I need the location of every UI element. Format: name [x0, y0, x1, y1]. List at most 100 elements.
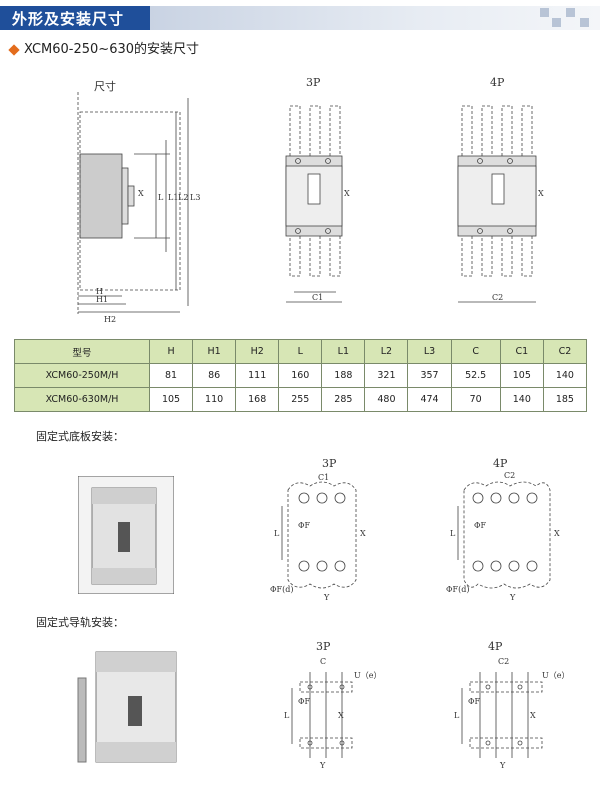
dim-l2: L2 [178, 193, 188, 202]
dim-l: L [284, 711, 290, 720]
dim-l: L [454, 711, 460, 720]
header-cell: L3 [407, 339, 452, 364]
dim-phi-f: ΦF [298, 521, 311, 530]
table-cell: 105 [148, 387, 194, 412]
dim-y: Y [323, 593, 330, 602]
dim-c1: C1 [312, 293, 323, 302]
4p-base-mount-drawing: L X C2 ΦF ΦF(d) Y [446, 471, 560, 602]
dim-c2: C2 [492, 293, 503, 302]
table-cell: 168 [235, 387, 280, 412]
header-cell: L2 [364, 339, 409, 364]
table-cell: 357 [407, 363, 452, 388]
dim-phi-f-d: ΦF(d) [270, 585, 293, 594]
table-cell: 160 [278, 363, 323, 388]
4p-rail-label: 4P [488, 640, 503, 653]
dim-u-e: U（e） [354, 671, 380, 680]
header-cell: L1 [321, 339, 366, 364]
table-cell: 140 [499, 387, 544, 412]
dim-y: Y [499, 761, 506, 770]
3p-label: 3P [306, 76, 321, 89]
size-label: 尺寸 [94, 80, 116, 93]
model-cell: XCM60-250M/H [14, 363, 150, 388]
page-header: 外形及安装尺寸 [0, 6, 600, 30]
dim-x: X [360, 529, 366, 538]
header-cell: L [278, 339, 323, 364]
section-rail-mount: 固定式导轨安装： [36, 616, 124, 629]
table-cell: 70 [450, 387, 501, 412]
table-cell: 111 [235, 363, 280, 388]
dim-h: H [96, 287, 103, 296]
header-gradient [150, 6, 600, 30]
table-cell: 52.5 [450, 363, 501, 388]
table-cell: 255 [278, 387, 323, 412]
side-view-drawing: X L L1 L2 L3 H H1 H2 [77, 92, 200, 324]
model-cell: XCM60-630M/H [14, 387, 150, 412]
breaker-product-photo [78, 476, 174, 594]
dim-c: C [320, 657, 326, 666]
table-cell: 185 [542, 387, 588, 412]
page-title: 外形及安装尺寸 [12, 10, 125, 28]
decor-square [552, 18, 561, 27]
spec-table: 型号 H H1 H2 L L1 L2 L3 C C1 C2 XCM60-250M… [14, 339, 588, 412]
dim-c1: C1 [318, 473, 329, 482]
3p-base-label: 3P [322, 457, 337, 470]
section-base-mount: 固定式底板安装： [36, 430, 124, 443]
dim-y: Y [319, 761, 326, 770]
header-cell: C [450, 339, 501, 364]
table-cell: 321 [364, 363, 409, 388]
4p-front-view: X C2 [457, 105, 544, 303]
header-bar [0, 6, 150, 30]
dim-h2: H2 [104, 315, 116, 324]
decor-square [540, 8, 549, 17]
table-cell: 81 [148, 363, 194, 388]
header-cell: H1 [192, 339, 237, 364]
dim-x: X [554, 529, 560, 538]
4p-base-label: 4P [493, 457, 508, 470]
dim-phi-f: ΦF [468, 697, 481, 706]
dim-l: L [158, 193, 164, 202]
3p-base-mount-drawing: L X C1 ΦF ΦF(d) Y [270, 473, 366, 602]
dim-u-e: U（e） [542, 671, 569, 680]
bullet-icon [8, 44, 20, 56]
dim-l: L [274, 529, 280, 538]
table-row: XCM60-250M/H 81 86 111 160 188 321 357 5… [14, 363, 588, 388]
breaker-rail-photo [77, 651, 177, 763]
3p-rail-label: 3P [316, 640, 331, 653]
header-cell: 型号 [14, 339, 150, 364]
dim-phi-f: ΦF [474, 521, 487, 530]
dim-phi-f: ΦF [298, 697, 311, 706]
header-cell: H [148, 339, 194, 364]
dim-l: L [450, 529, 456, 538]
3p-front-view: X C1 [285, 105, 350, 303]
dim-x: X [338, 711, 344, 720]
table-cell: 140 [542, 363, 588, 388]
table-cell: 188 [321, 363, 366, 388]
table-cell: 105 [499, 363, 544, 388]
4p-label: 4P [490, 76, 505, 89]
dim-x: X [538, 189, 544, 198]
section-subtitle: XCM60-250~630的安装尺寸 [24, 42, 200, 57]
3p-rail-mount-drawing: L X C ΦF U（e） Y [284, 657, 380, 770]
dim-y: Y [509, 593, 516, 602]
dim-c2: C2 [498, 657, 509, 666]
table-cell: 86 [192, 363, 237, 388]
decor-square [566, 8, 575, 17]
dim-x: X [138, 189, 144, 198]
decor-square [580, 18, 589, 27]
dim-x: X [530, 711, 536, 720]
table-row: XCM60-630M/H 105 110 168 255 285 480 474… [14, 387, 588, 412]
4p-rail-mount-drawing: L X C2 ΦF U（e） Y [454, 657, 569, 770]
dim-h1: H1 [96, 295, 108, 304]
dim-x: X [344, 189, 350, 198]
header-cell: H2 [235, 339, 280, 364]
table-cell: 474 [407, 387, 452, 412]
header-cell: C2 [542, 339, 588, 364]
table-cell: 480 [364, 387, 409, 412]
header-cell: C1 [499, 339, 544, 364]
dim-phi-f-d: ΦF(d) [446, 585, 469, 594]
table-cell: 285 [321, 387, 366, 412]
table-cell: 110 [192, 387, 237, 412]
table-header-row: 型号 H H1 H2 L L1 L2 L3 C C1 C2 [14, 339, 588, 364]
dim-c2: C2 [504, 471, 515, 480]
dim-l3: L3 [190, 193, 200, 202]
